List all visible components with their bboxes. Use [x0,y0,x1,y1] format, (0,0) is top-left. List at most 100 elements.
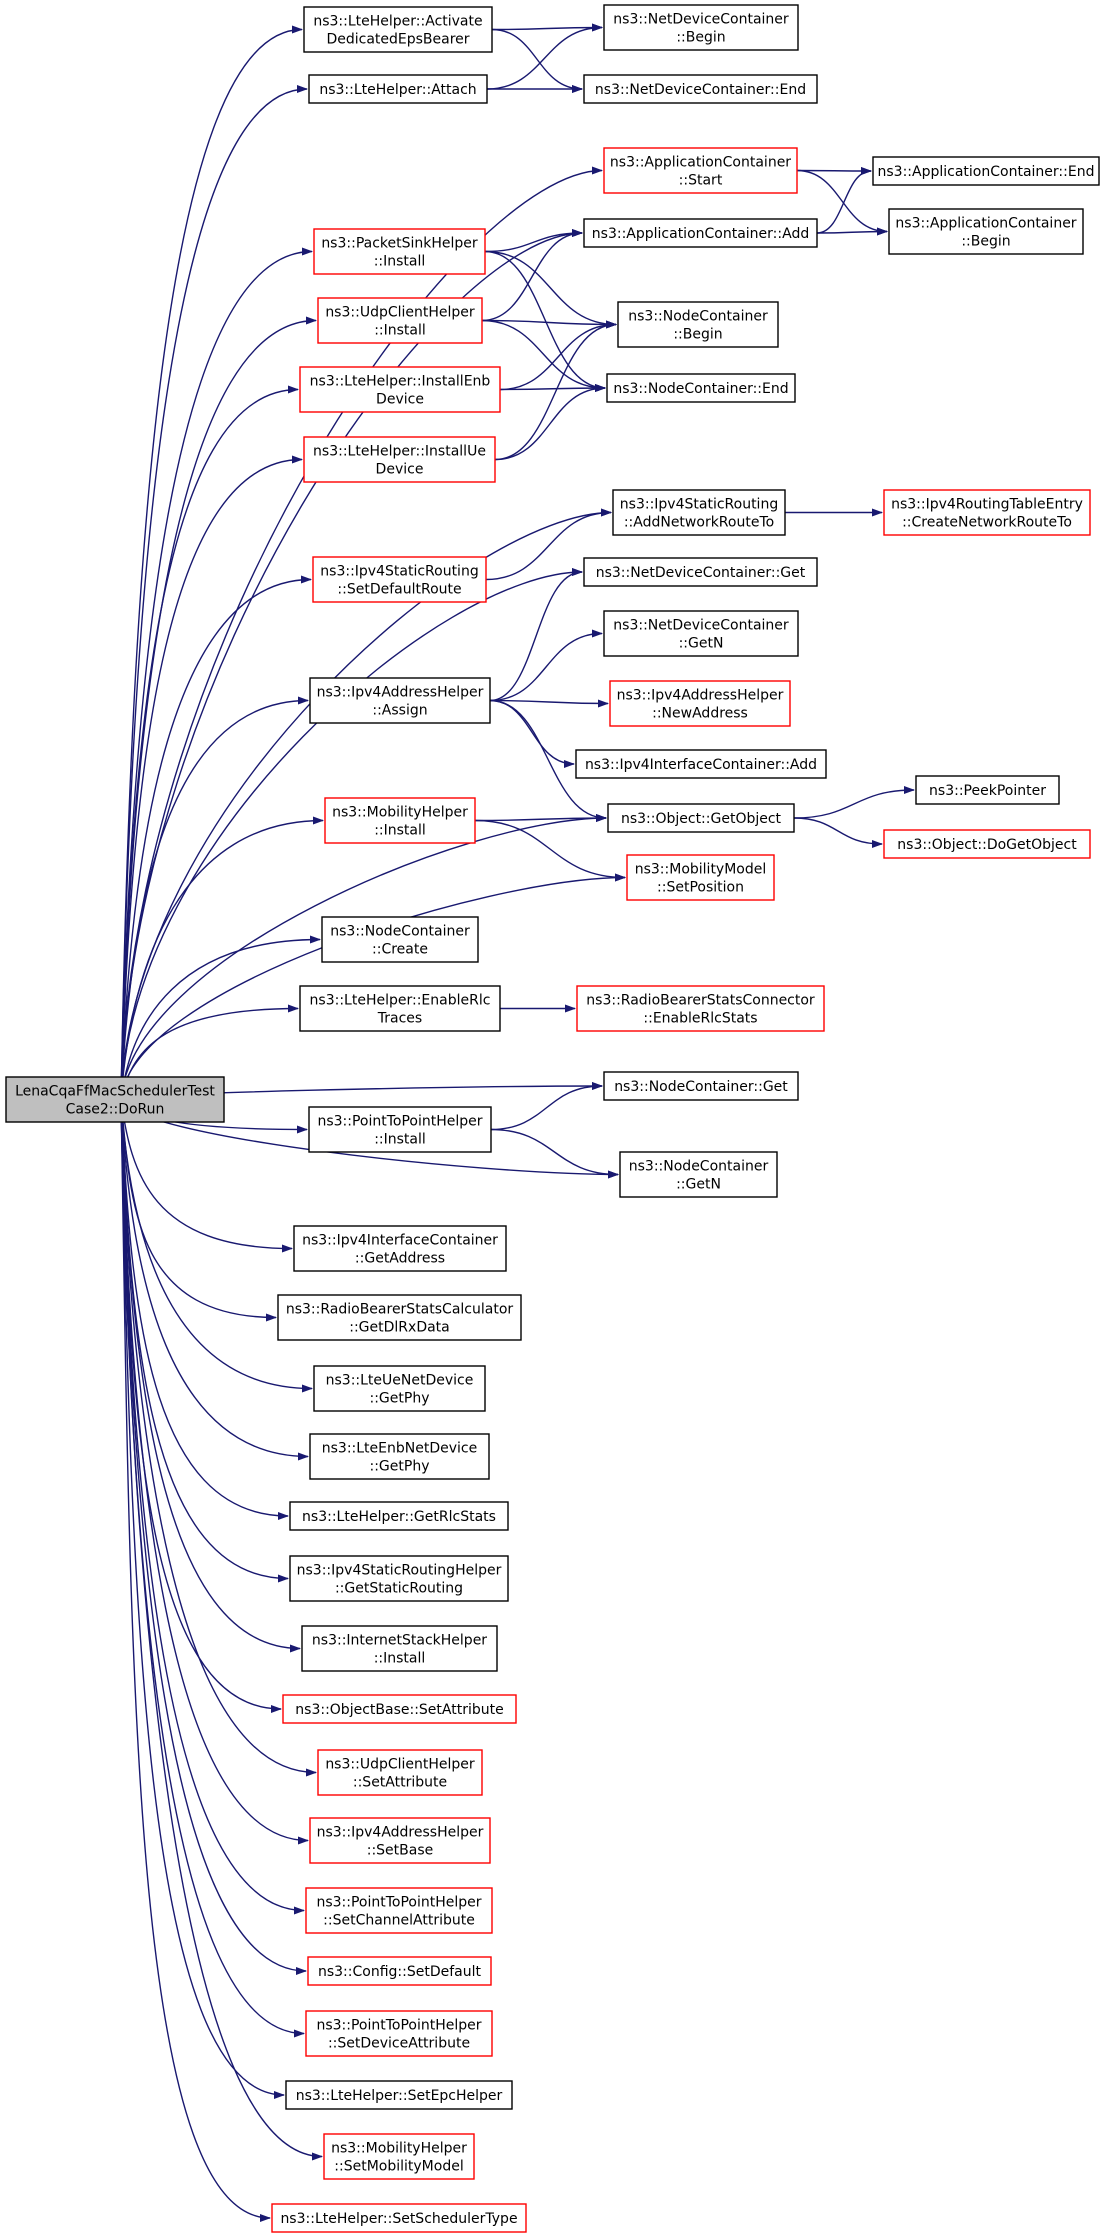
node-box [308,74,488,104]
node-label: ns3::LteHelper::GetRlcStats [302,1509,496,1525]
function-node-nc_create[interactable]: ns3::NodeContainer::Create [321,916,479,963]
function-node-nc_get[interactable]: ns3::NodeContainer::Get [603,1071,799,1101]
function-node-rte_create[interactable]: ns3::Ipv4RoutingTableEntry::CreateNetwor… [883,489,1091,536]
function-node-ue_getphy[interactable]: ns3::LteUeNetDevice::GetPhy [313,1365,486,1412]
function-node-udpc_setattr[interactable]: ns3::UdpClientHelper::SetAttribute [317,1749,483,1796]
call-edge-mob_install-to-obj_getobject [474,814,607,823]
function-node-sr_addnet[interactable]: ns3::Ipv4StaticRouting::AddNetworkRouteT… [612,489,786,536]
function-node-nc_begin[interactable]: ns3::NodeContainer::Begin [617,301,779,348]
function-node-p2p_setchan[interactable]: ns3::PointToPointHelper::SetChannelAttri… [305,1887,493,1934]
function-node-nc_getn[interactable]: ns3::NodeContainer::GetN [619,1151,778,1198]
node-label: ns3::PeekPointer [929,783,1046,799]
node-box [603,1071,799,1101]
call-edge-root-to-obj_getobject [120,814,607,1100]
node-box [323,2133,475,2180]
call-edge-app_start-to-app_begin [796,169,888,236]
node-label: ns3::UdpClientHelper [325,305,475,321]
function-node-obj_dogetobject[interactable]: ns3::Object::DoGetObject [883,829,1091,859]
node-box [619,1151,778,1198]
function-node-mm_setpos[interactable]: ns3::MobilityModel::SetPosition [626,854,775,901]
node-label: ::EnableRlcStats [643,1011,757,1027]
node-label: ::Install [374,323,426,339]
function-node-ob_setattr[interactable]: ns3::ObjectBase::SetAttribute [282,1694,517,1724]
node-box [612,489,786,536]
function-node-obj_getobject[interactable]: ns3::Object::GetObject [607,803,795,833]
function-node-peek[interactable]: ns3::PeekPointer [915,775,1060,805]
function-node-ndc_end[interactable]: ns3::NetDeviceContainer::End [583,74,818,104]
function-node-mob_setmodel[interactable]: ns3::MobilityHelper::SetMobilityModel [323,2133,475,2180]
function-node-lte_setsched[interactable]: ns3::LteHelper::SetSchedulerType [271,2203,527,2233]
node-label: ::Install [374,1132,426,1148]
call-edge-app_start-to-app_end [796,166,872,175]
node-label: ns3::Ipv4RoutingTableEntry [891,497,1083,513]
node-box [603,147,798,194]
function-node-udpc_install[interactable]: ns3::UdpClientHelper::Install [317,297,483,344]
node-label: ns3::NodeContainer [629,1159,769,1175]
function-node-ipv4ic_add[interactable]: ns3::Ipv4InterfaceContainer::Add [575,749,827,779]
call-edges [120,23,915,2222]
node-box [285,2080,513,2110]
call-edge-psink_install-to-nc_begin [484,250,617,329]
node-label: ns3::UdpClientHelper [325,1757,475,1773]
node-label: ns3::LteHelper::Attach [319,82,476,98]
node-label: ::Begin [676,30,725,46]
node-label: ns3::Ipv4AddressHelper [317,685,484,701]
function-node-ipv4ah_assign[interactable]: ns3::Ipv4AddressHelper::Assign [309,677,491,724]
function-node-cfg_setdefault[interactable]: ns3::Config::SetDefault [307,1956,492,1986]
node-label: ::NewAddress [652,706,748,722]
function-node-ndc_getn[interactable]: ns3::NetDeviceContainer::GetN [603,610,799,657]
node-label: ns3::NetDeviceContainer::Get [596,565,806,581]
node-label: ns3::LteHelper::Activate [313,14,482,30]
call-edge-p2p_install-to-nc_get [490,1082,603,1131]
call-nodes: LenaCqaFfMacSchedulerTestCase2::DoRunns3… [5,4,1100,2233]
function-node-ndc_begin[interactable]: ns3::NetDeviceContainer::Begin [603,4,799,51]
node-label: ns3::NetDeviceContainer::End [595,82,806,98]
function-node-p2p_install[interactable]: ns3::PointToPointHelper::Install [308,1106,492,1153]
node-label: ns3::PointToPointHelper [316,2018,481,2034]
function-node-lte_getrlc[interactable]: ns3::LteHelper::GetRlcStats [289,1501,509,1531]
node-box [307,1956,492,1986]
node-box [883,829,1091,859]
function-node-psink_install[interactable]: ns3::PacketSinkHelper::Install [313,228,486,275]
call-edge-ipv4ah_assign-to-ipv4ah_newaddr [489,699,609,708]
function-node-app_begin[interactable]: ns3::ApplicationContainer::Begin [888,208,1084,255]
function-node-mob_install[interactable]: ns3::MobilityHelper::Install [324,797,476,844]
function-node-ndc_get[interactable]: ns3::NetDeviceContainer::Get [583,557,818,587]
call-edge-mob_install-to-mm_setpos [474,819,626,882]
node-box [305,2010,493,2057]
function-node-app_end[interactable]: ns3::ApplicationContainer::End [872,156,1100,186]
function-node-ipv4ah_newaddr[interactable]: ns3::Ipv4AddressHelper::NewAddress [609,680,791,727]
node-label: ::Begin [961,234,1010,250]
function-node-enb_getphy[interactable]: ns3::LteEnbNetDevice::GetPhy [309,1433,490,1480]
call-edge-root-to-mob_setmodel [120,1099,323,2161]
function-node-srh_get[interactable]: ns3::Ipv4StaticRoutingHelper::GetStaticR… [289,1555,509,1602]
function-node-rbscalc_getdl[interactable]: ns3::RadioBearerStatsCalculator::GetDlRx… [277,1294,522,1341]
call-edge-ipv4ah_assign-to-ndc_get [489,568,583,702]
node-label: ns3::LteEnbNetDevice [322,1441,477,1457]
function-node-app_add[interactable]: ns3::ApplicationContainer::Add [583,218,818,248]
node-box [575,749,827,779]
node-label: ::Install [374,1651,426,1667]
function-node-nc_end[interactable]: ns3::NodeContainer::End [606,373,796,403]
function-node-app_start[interactable]: ns3::ApplicationContainer::Start [603,147,798,194]
function-node-ipv4ah_setbase[interactable]: ns3::Ipv4AddressHelper::SetBase [309,1817,491,1864]
node-box [626,854,775,901]
function-node-lte_attach[interactable]: ns3::LteHelper::Attach [308,74,488,104]
function-node-lte_activate[interactable]: ns3::LteHelper::ActivateDedicatedEpsBear… [303,6,493,53]
node-box [293,1225,507,1272]
call-edge-root-to-udpc_setattr [120,1099,317,1777]
function-node-ipv4ic_getaddr[interactable]: ns3::Ipv4InterfaceContainer::GetAddress [293,1225,507,1272]
node-box [583,74,818,104]
call-edge-root-to-lte_ue [120,455,303,1100]
node-label: LenaCqaFfMacSchedulerTest [15,1084,215,1100]
function-node-lte_setepc[interactable]: ns3::LteHelper::SetEpcHelper [285,2080,513,2110]
function-node-p2p_setdev[interactable]: ns3::PointToPointHelper::SetDeviceAttrib… [305,2010,493,2057]
call-edge-ipv4ah_assign-to-ipv4ic_add [489,699,575,768]
function-node-rbsc_enable[interactable]: ns3::RadioBearerStatsConnector::EnableRl… [576,985,825,1032]
function-node-sr_default[interactable]: ns3::Ipv4StaticRouting::SetDefaultRoute [312,556,487,603]
function-node-ish_install[interactable]: ns3::InternetStackHelper::Install [301,1625,498,1672]
